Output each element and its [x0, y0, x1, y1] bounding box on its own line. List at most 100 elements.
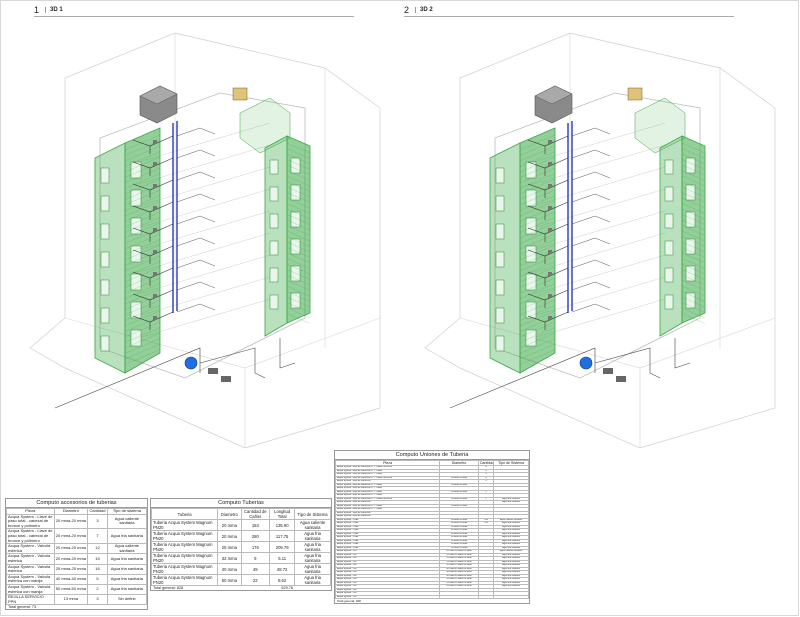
branch-pipe: [176, 237, 216, 247]
facade-hatch: [124, 332, 161, 349]
fixture: [548, 316, 552, 320]
column-header: Tipo de Sistema: [493, 460, 529, 466]
table-row: Acqua System - Tee: [334, 594, 529, 599]
facade-hatch: [286, 291, 311, 302]
table-cell: 20 mma-20 mma: [53, 543, 89, 555]
branch-pipe: [571, 303, 611, 313]
column-header: Tuberia: [150, 508, 219, 520]
table-cell: 153: [240, 519, 271, 531]
context-wireframe-lines: [459, 33, 776, 448]
window: [269, 294, 279, 310]
facade-hatch: [681, 214, 706, 225]
left-facade-side: [94, 142, 126, 374]
facade-hatch: [681, 219, 706, 231]
window: [495, 167, 505, 184]
column-header: Tipo de sistema: [106, 508, 148, 515]
supply-line: [449, 347, 661, 409]
facade-hatch: [519, 217, 556, 233]
facade-hatch: [681, 142, 706, 154]
facade-hatch: [124, 266, 161, 283]
table-cell: Acqua System - Valvula esferica con mani…: [6, 583, 55, 596]
branch-pipe: [571, 149, 611, 159]
window: [525, 245, 537, 263]
window: [685, 292, 696, 309]
window: [495, 335, 505, 352]
facade-hatch: [519, 200, 556, 217]
schedule-title: Computo Uniones de Tuberia: [335, 451, 529, 460]
facade-hatch: [124, 244, 161, 261]
facade-hatch: [519, 195, 556, 211]
facade-hatch: [681, 269, 706, 280]
facade-hatch: [124, 261, 161, 277]
base-equipment: [603, 368, 613, 374]
facade-hatch: [681, 164, 706, 176]
facade-hatch: [124, 349, 161, 365]
column-header: Pieza: [334, 460, 441, 466]
facade-hatch: [124, 151, 161, 167]
table-cell: 25 mma: [217, 541, 242, 553]
branch-pipe: [176, 281, 216, 291]
table-cell: [477, 594, 495, 599]
table-cell: 9: [240, 552, 271, 564]
window: [664, 240, 674, 256]
branch-pipe: [132, 157, 174, 176]
facade-hatch: [286, 142, 311, 154]
facade-hatch: [286, 175, 311, 187]
table-cell: 48.72: [269, 563, 296, 575]
facade-hatch: [286, 247, 311, 258]
window: [100, 335, 110, 352]
branch-pipe: [571, 193, 611, 203]
view-name: 3D 2: [415, 7, 433, 13]
facade-hatch: [681, 203, 706, 214]
building-core-outline: [494, 92, 701, 379]
window: [100, 167, 110, 184]
table-cell: Acqua System - Valvula esferica: [6, 563, 55, 575]
facade-hatch: [681, 274, 706, 286]
facade-hatch: [519, 310, 556, 327]
fixture: [153, 184, 157, 188]
facade-hatch: [681, 225, 706, 236]
facade-hatch: [124, 178, 161, 195]
window: [685, 211, 696, 228]
fixture: [548, 228, 552, 232]
main-riser-pipe: [567, 121, 573, 313]
facade-hatch: [681, 307, 706, 319]
branch-pipe: [132, 289, 174, 308]
column-header: Cantidad: [477, 460, 495, 466]
branch-pipe: [527, 311, 569, 330]
branch-pipe: [571, 171, 611, 181]
view-header-rule: [34, 16, 354, 17]
window: [130, 217, 142, 235]
schedule-total: Total general: 828: [153, 586, 184, 590]
table-cell: 5.11: [269, 552, 296, 564]
table-cell: 50 mma: [217, 574, 242, 586]
facade-hatch: [681, 285, 706, 297]
branch-pipe: [132, 201, 174, 220]
facade-hatch: [519, 156, 556, 173]
facade-hatch: [124, 327, 161, 343]
window: [495, 307, 505, 324]
table-cell: Agua caliente sanitaria: [106, 543, 148, 555]
facade-hatch: [681, 197, 706, 209]
facade-hatch: [286, 269, 311, 280]
branch-pipe: [176, 215, 216, 225]
facade-hatch: [681, 170, 706, 181]
window: [100, 223, 110, 240]
window: [664, 294, 674, 310]
window: [664, 186, 674, 202]
facade-hatch: [519, 349, 556, 365]
table-cell: 16: [87, 563, 108, 575]
facade-hatch: [124, 310, 161, 327]
facade-hatch: [519, 266, 556, 283]
table-cell: Acqua System - Valvula esferica con mani…: [6, 573, 55, 585]
facade-hatch: [124, 321, 161, 338]
window: [130, 245, 142, 263]
table-cell: Agua fria sanitaria: [106, 553, 148, 565]
